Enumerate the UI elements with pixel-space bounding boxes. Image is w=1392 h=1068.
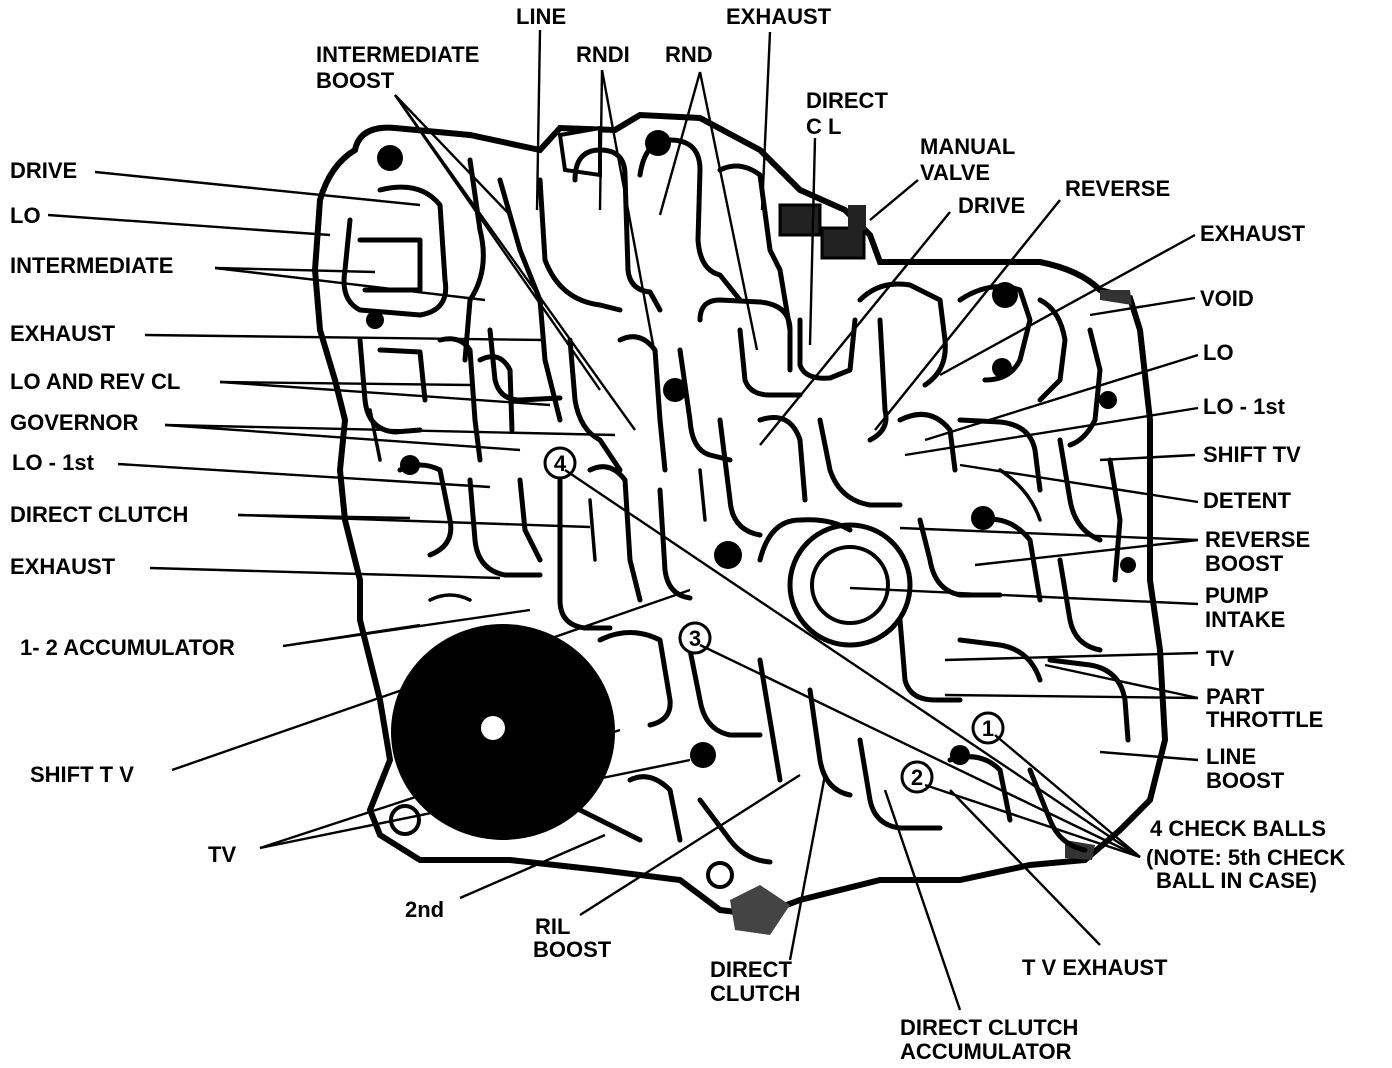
label-direct-cl: DIRECT xyxy=(806,88,888,113)
label-line: LINE xyxy=(516,4,566,29)
label-shift-tv-right: SHIFT TV xyxy=(1203,442,1301,467)
label-ril-boost-2: BOOST xyxy=(533,937,612,962)
label-drive-left: DRIVE xyxy=(10,158,77,183)
label-lo-1st-left: LO - 1st xyxy=(12,450,95,475)
label-governor: GOVERNOR xyxy=(10,410,138,435)
label-detent: DETENT xyxy=(1203,488,1292,513)
label-direct-clutch-accumulator-2: ACCUMULATOR xyxy=(900,1039,1072,1064)
label-rndi: RNDI xyxy=(576,42,630,67)
label-exhaust-top: EXHAUST xyxy=(726,4,832,29)
label-reverse-boost-2: BOOST xyxy=(1205,551,1284,576)
label-lo-right: LO xyxy=(1203,340,1234,365)
label-ril-boost: RIL xyxy=(535,914,570,939)
label-void: VOID xyxy=(1200,286,1254,311)
label-pump-intake-2: INTAKE xyxy=(1205,607,1285,632)
label-tv-left: TV xyxy=(208,842,236,867)
label-lo-1st-right: LO - 1st xyxy=(1203,394,1286,419)
label-rnd: RND xyxy=(665,42,713,67)
label-tv-right: TV xyxy=(1206,646,1234,671)
label-intermediate: INTERMEDIATE xyxy=(10,253,173,278)
check-ball-1: 1 xyxy=(971,711,1005,745)
label-drive-mid: DRIVE xyxy=(958,193,1025,218)
label-check-balls-note: (NOTE: 5th CHECK xyxy=(1146,845,1345,870)
callout-labels: LINE EXHAUST INTERMEDIATE BOOST RNDI RND… xyxy=(10,4,1345,1064)
leader-lines xyxy=(47,29,1199,1011)
label-check-balls: 4 CHECK BALLS xyxy=(1150,816,1326,841)
check-ball-2: 2 xyxy=(900,760,934,794)
label-check-balls-note-2: BALL IN CASE) xyxy=(1156,868,1317,893)
label-2nd: 2nd xyxy=(405,897,444,922)
label-part-throttle: PART xyxy=(1206,684,1265,709)
label-part-throttle-2: THROTTLE xyxy=(1206,707,1323,732)
check-balls: 1 2 3 4 xyxy=(543,446,1005,794)
svg-text:2: 2 xyxy=(911,765,923,790)
label-direct-cl-2: C L xyxy=(806,114,841,139)
label-pump-intake: PUMP xyxy=(1205,583,1269,608)
label-reverse-boost: REVERSE xyxy=(1205,527,1310,552)
label-reverse: REVERSE xyxy=(1065,176,1170,201)
label-intermediate-boost-2: BOOST xyxy=(316,68,395,93)
label-lo-left: LO xyxy=(10,203,41,228)
label-exhaust-left-1: EXHAUST xyxy=(10,321,116,346)
label-direct-clutch-bottom: DIRECT xyxy=(710,957,792,982)
label-intermediate-boost: INTERMEDIATE xyxy=(316,42,479,67)
label-line-boost-2: BOOST xyxy=(1206,768,1285,793)
label-direct-clutch-left: DIRECT CLUTCH xyxy=(10,502,188,527)
label-direct-clutch-accumulator: DIRECT CLUTCH xyxy=(900,1015,1078,1040)
label-manual-valve-2: VALVE xyxy=(920,160,990,185)
label-manual-valve: MANUAL xyxy=(920,134,1015,159)
bolt-holes xyxy=(366,130,1136,768)
label-lo-and-rev-cl: LO AND REV CL xyxy=(10,369,180,394)
label-direct-clutch-bottom-2: CLUTCH xyxy=(710,981,800,1006)
label-exhaust-right: EXHAUST xyxy=(1200,221,1306,246)
label-1-2-accumulator: 1- 2 ACCUMULATOR xyxy=(20,635,235,660)
label-line-boost: LINE xyxy=(1206,744,1256,769)
label-shift-tv-left: SHIFT T V xyxy=(30,762,134,787)
svg-text:3: 3 xyxy=(689,626,701,651)
label-exhaust-left-2: EXHAUST xyxy=(10,554,116,579)
svg-text:1: 1 xyxy=(982,716,994,741)
label-tv-exhaust: T V EXHAUST xyxy=(1022,955,1168,980)
svg-text:4: 4 xyxy=(554,451,567,476)
